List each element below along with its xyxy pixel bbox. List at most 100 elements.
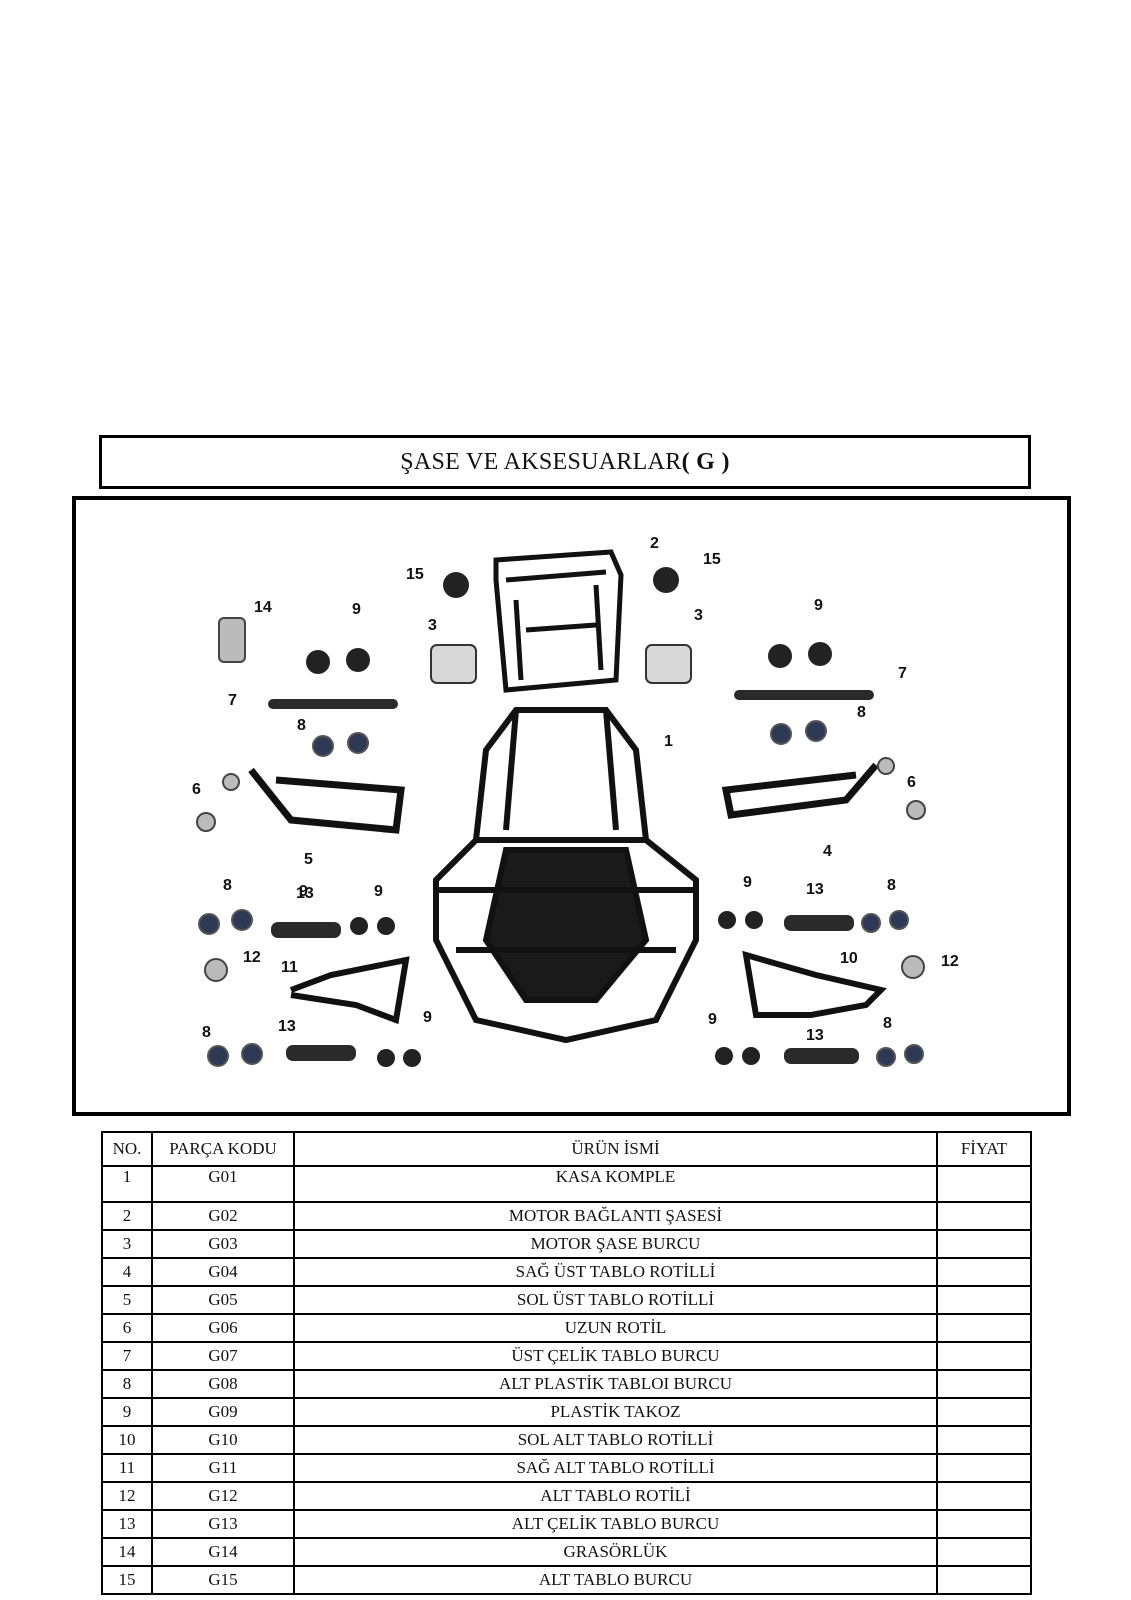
row-number: 10 [101, 1425, 153, 1455]
part-code: G13 [151, 1509, 295, 1539]
callout-13-a: 13 [296, 885, 314, 902]
part-code: G09 [151, 1397, 295, 1427]
callout-10: 10 [840, 950, 858, 967]
callout-9-b: 9 [814, 597, 823, 614]
callout-9-d: 9 [743, 874, 752, 891]
callout-6-left: 6 [192, 781, 201, 798]
callout-12-right: 12 [941, 953, 959, 970]
callout-4: 4 [823, 843, 832, 860]
row-number: 7 [101, 1341, 153, 1371]
price-cell [936, 1397, 1032, 1427]
callout-8-a: 8 [297, 717, 306, 734]
callout-8-d: 8 [887, 877, 896, 894]
price-cell [936, 1313, 1032, 1343]
row-number: 2 [101, 1201, 153, 1231]
price-cell [936, 1481, 1032, 1511]
callout-9-f: 9 [708, 1011, 717, 1028]
product-name: SAĞ ÜST TABLO ROTİLLİ [293, 1257, 938, 1287]
product-name: GRASÖRLÜK [293, 1537, 938, 1567]
price-cell [936, 1537, 1032, 1567]
product-name: ALT TABLO BURCU [293, 1565, 938, 1595]
part-code: G14 [151, 1537, 295, 1567]
price-cell [936, 1285, 1032, 1315]
header-product-name: ÜRÜN İSMİ [293, 1131, 938, 1167]
row-number: 11 [101, 1453, 153, 1483]
row-number: 13 [101, 1509, 153, 1539]
callout-9-g: 9 [299, 883, 308, 900]
row-number: 9 [101, 1397, 153, 1427]
exploded-parts-diagram: 1 2 3 3 4 5 6 6 7 7 8 8 8 8 8 8 9 9 9 9 … [72, 496, 1071, 1116]
row-number: 3 [101, 1229, 153, 1259]
callout-5: 5 [304, 851, 313, 868]
price-cell [936, 1341, 1032, 1371]
callout-8-c: 8 [223, 877, 232, 894]
header-price: FİYAT [936, 1131, 1032, 1167]
header-no: NO. [101, 1131, 153, 1167]
part-code: G15 [151, 1565, 295, 1595]
row-number: 6 [101, 1313, 153, 1343]
callout-8-b: 8 [857, 704, 866, 721]
row-number: 8 [101, 1369, 153, 1399]
part-code: G07 [151, 1341, 295, 1371]
callout-1: 1 [664, 733, 673, 750]
product-name: UZUN ROTİL [293, 1313, 938, 1343]
part-code: G03 [151, 1229, 295, 1259]
part-code: G06 [151, 1313, 295, 1343]
product-name: ALT TABLO ROTİLİ [293, 1481, 938, 1511]
callout-13-b: 13 [806, 881, 824, 898]
left-lower-arm-drawing [289, 956, 410, 1025]
price-cell [936, 1201, 1032, 1231]
table-header-row: NO. PARÇA KODU ÜRÜN İSMİ FİYAT [101, 1131, 1032, 1167]
part-code: G04 [151, 1257, 295, 1287]
product-name: SOL ÜST TABLO ROTİLLİ [293, 1285, 938, 1315]
product-name: ALT ÇELİK TABLO BURCU [293, 1509, 938, 1539]
row-number: 1 [101, 1165, 153, 1203]
part-code: G12 [151, 1481, 295, 1511]
callout-9-c: 9 [374, 883, 383, 900]
part-code: G02 [151, 1201, 295, 1231]
section-title-text: ŞASE VE AKSESUARLAR [400, 448, 682, 475]
row-number: 14 [101, 1537, 153, 1567]
callout-9-e: 9 [423, 1009, 432, 1026]
row-number: 5 [101, 1285, 153, 1315]
callout-14: 14 [254, 599, 272, 616]
product-name: ÜST ÇELİK TABLO BURCU [293, 1341, 938, 1371]
engine-mount-frame-drawing [493, 549, 624, 693]
price-cell [936, 1257, 1032, 1287]
callout-13-d: 13 [806, 1027, 824, 1044]
callout-3-left: 3 [428, 617, 437, 634]
price-cell [936, 1425, 1032, 1455]
main-cage-frame-drawing [433, 707, 699, 1044]
section-title: ŞASE VE AKSESUARLAR ( G ) [99, 435, 1031, 489]
row-number: 4 [101, 1257, 153, 1287]
price-cell [936, 1229, 1032, 1259]
product-name: MOTOR BAĞLANTI ŞASESİ [293, 1201, 938, 1231]
header-part-code: PARÇA KODU [151, 1131, 295, 1167]
callout-3-right: 3 [694, 607, 703, 624]
right-upper-arm-drawing [721, 762, 879, 819]
price-cell [936, 1369, 1032, 1399]
product-name: ALT PLASTİK TABLOI BURCU [293, 1369, 938, 1399]
callout-11: 11 [281, 959, 298, 976]
part-code: G08 [151, 1369, 295, 1399]
callout-15-left: 15 [406, 566, 424, 583]
price-cell [936, 1165, 1032, 1203]
part-code: G11 [151, 1453, 295, 1483]
right-lower-arm-drawing [742, 950, 887, 1018]
product-name: PLASTİK TAKOZ [293, 1397, 938, 1427]
callout-9-a: 9 [352, 601, 361, 618]
callout-7-right: 7 [898, 665, 907, 682]
callout-8-e: 8 [202, 1024, 211, 1041]
part-code: G05 [151, 1285, 295, 1315]
